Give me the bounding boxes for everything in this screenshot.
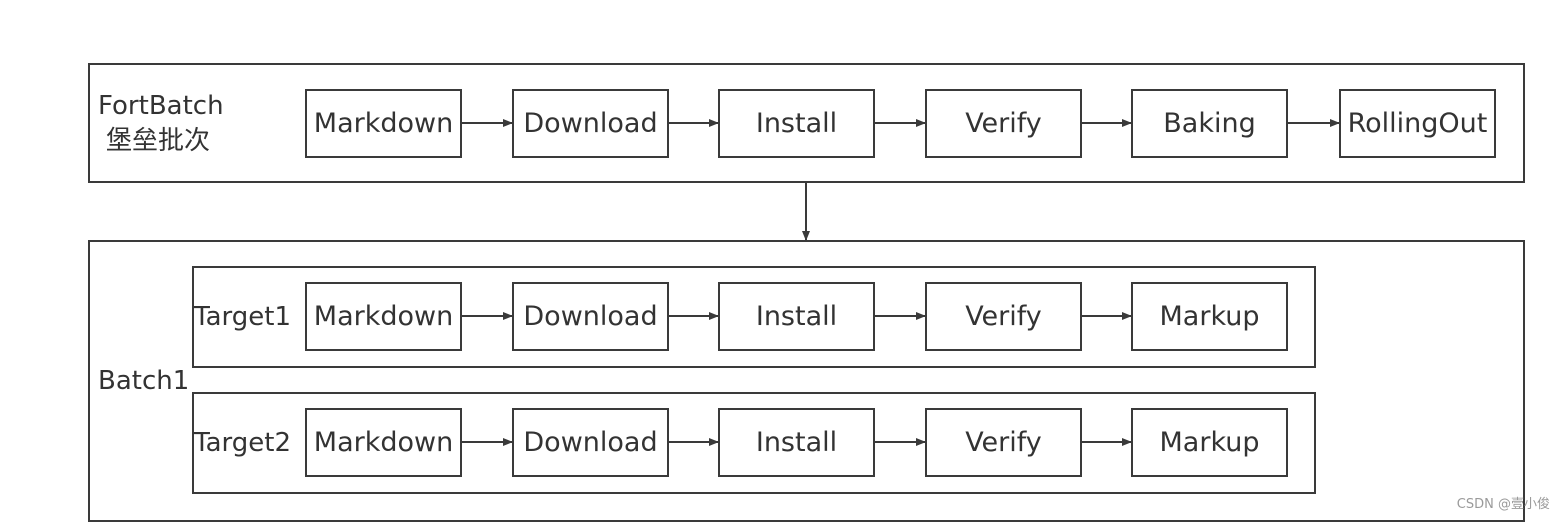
target1-step-install: Install	[718, 282, 875, 351]
fort-batch-frame	[88, 63, 1525, 183]
batch-label: Batch1	[98, 366, 190, 396]
target2-step-markdown: Markdown	[305, 408, 462, 477]
target2-frame	[192, 392, 1316, 494]
fort-batch-title: FortBatch	[98, 91, 224, 121]
target1-step-download: Download	[512, 282, 669, 351]
target1-frame	[192, 266, 1316, 368]
target2-step-install: Install	[718, 408, 875, 477]
target2-label: Target2	[194, 428, 291, 458]
fort-step-baking: Baking	[1131, 89, 1288, 158]
target2-step-markup: Markup	[1131, 408, 1288, 477]
fort-step-verify: Verify	[925, 89, 1082, 158]
fort-step-rollingout: RollingOut	[1339, 89, 1496, 158]
target1-step-markdown: Markdown	[305, 282, 462, 351]
target1-step-markup: Markup	[1131, 282, 1288, 351]
target2-step-verify: Verify	[925, 408, 1082, 477]
target1-label: Target1	[194, 302, 291, 332]
fort-batch-subtitle: 堡垒批次	[106, 126, 211, 156]
watermark: CSDN @壹小俊	[1456, 497, 1550, 512]
fort-step-download: Download	[512, 89, 669, 158]
target1-step-verify: Verify	[925, 282, 1082, 351]
fort-step-markdown: Markdown	[305, 89, 462, 158]
fort-step-install: Install	[718, 89, 875, 158]
target2-step-download: Download	[512, 408, 669, 477]
